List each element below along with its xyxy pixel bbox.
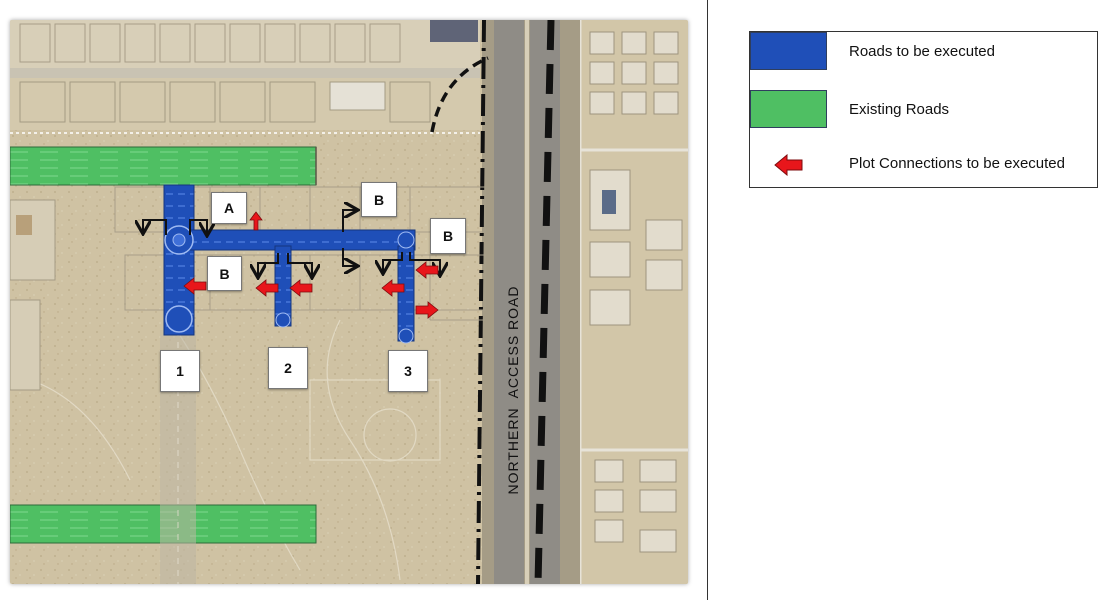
northern-access-road-label: NORTHERN ACCESS ROAD: [505, 285, 521, 495]
red-arrow-left-icon: [381, 279, 405, 297]
legend: Roads to be executed Existing Roads Plot…: [749, 31, 1098, 188]
plot-label-1: 1: [160, 350, 200, 392]
dashed-boundary-line: [534, 20, 555, 584]
zone-label-b-east: B: [430, 218, 466, 254]
arrow-2-east: [287, 253, 312, 276]
red-arrow-left-icon: [415, 261, 439, 279]
red-arrow-left-icon: [289, 279, 313, 297]
arrow-3-west: [383, 252, 403, 272]
left-plot-2: [10, 299, 41, 391]
map-svg: [10, 20, 688, 584]
arrow-b-north: [342, 210, 356, 232]
zone-label-b-west: B: [207, 256, 242, 291]
legend-label: Roads to be executed: [849, 43, 995, 60]
legend-swatch-green: [750, 90, 827, 128]
turning-circle-2: [275, 312, 291, 328]
roundabout-island: [172, 233, 186, 247]
legend-item-roads-to-be-executed: Roads to be executed: [750, 32, 1097, 72]
legend-label: Existing Roads: [849, 101, 950, 118]
second-plot-outlines: [19, 81, 431, 123]
junction-east: [397, 231, 415, 249]
dashed-curve-line: [430, 56, 489, 133]
red-arrow-up-icon: [249, 211, 263, 231]
arrow-a-west: [143, 219, 167, 235]
top-service-road: [10, 68, 480, 78]
turning-circle-3: [398, 328, 414, 344]
zone-label-a: A: [211, 192, 247, 224]
arrow-a-east: [189, 219, 207, 235]
top-plot-outlines: [19, 23, 401, 63]
turning-circle-1: [165, 305, 193, 333]
legend-item-plot-connections: Plot Connections to be executed: [750, 144, 1097, 184]
aerial-site-map: [10, 20, 688, 584]
legend-swatch-blue: [750, 32, 827, 70]
left-plot: [10, 199, 56, 281]
red-arrow-left-icon: [255, 279, 279, 297]
plot-label-3: 3: [388, 350, 428, 392]
red-arrow-left-icon: [774, 154, 803, 176]
direction-arrows: [143, 210, 440, 276]
right-buildings: [589, 31, 683, 553]
arrow-3-east: [409, 252, 440, 274]
legend-item-existing-roads: Existing Roads: [750, 90, 1097, 130]
arrow-b-south: [342, 248, 356, 266]
dash-dot-boundary-line: [476, 20, 486, 584]
access-road-carriageway-west: [494, 20, 524, 584]
red-arrow-left-icon: [183, 277, 207, 295]
legend-label: Plot Connections to be executed: [849, 155, 1065, 172]
left-building: [16, 215, 32, 235]
building-roof: [430, 20, 478, 42]
proposed-roads: [163, 184, 416, 344]
arrow-2-west: [258, 253, 279, 276]
existing-road-north: [10, 146, 317, 186]
plot-connection-arrows: [183, 211, 439, 319]
plot-label-2: 2: [268, 347, 308, 389]
red-arrow-right-icon: [415, 301, 439, 319]
zone-label-b-north: B: [361, 182, 397, 217]
second-plot-strip: [10, 78, 480, 130]
right-building-roof: [602, 190, 616, 214]
map-panel: A B B B 1 2 3 NORTHERN ACCESS ROAD: [10, 0, 708, 600]
